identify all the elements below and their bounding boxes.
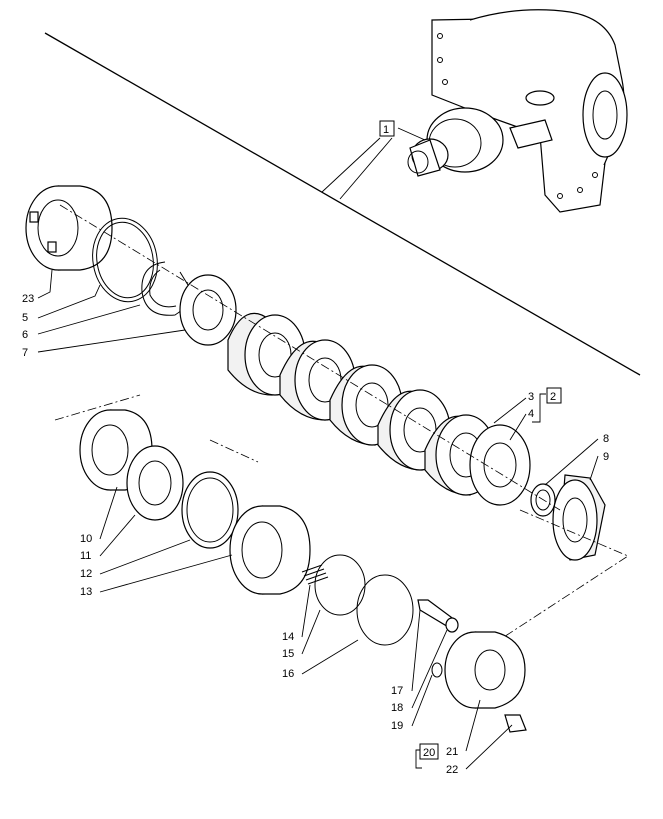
leader-lines <box>37 269 599 770</box>
callout-label-1: 1 <box>383 124 389 136</box>
callout-label-5: 5 <box>22 312 28 324</box>
part-bearing-cage <box>25 185 113 271</box>
part-snap-ring <box>92 217 158 303</box>
callout-label-3: 3 <box>528 391 534 403</box>
callout-label-8: 8 <box>603 433 609 445</box>
callout-label-9: 9 <box>603 451 609 463</box>
section-divider-line <box>44 32 641 376</box>
dashed-assembly-outline <box>54 394 629 649</box>
transmission-housing-assembly <box>407 9 628 213</box>
callout-label-2: 2 <box>550 391 556 403</box>
callout-label-18: 18 <box>391 702 403 714</box>
part-bolt-washer <box>445 617 459 633</box>
part-piston <box>229 505 311 595</box>
callout-label-14: 14 <box>282 631 294 643</box>
part-screw <box>504 714 527 733</box>
callout-label-4: 4 <box>528 408 534 420</box>
callout-label-19: 19 <box>391 720 403 732</box>
part-washer <box>126 445 184 521</box>
part-spring <box>301 564 329 585</box>
callout-label-11: 11 <box>80 550 91 562</box>
callout-label-22: 22 <box>446 764 458 776</box>
part-o-ring-large <box>356 574 414 646</box>
callout-label-12: 12 <box>80 568 92 580</box>
callout-box-1 <box>379 120 395 137</box>
clutch-disc-pack <box>227 312 531 506</box>
callout-label-17: 17 <box>391 685 403 697</box>
callout-box-20 <box>419 743 439 760</box>
part-hub <box>444 631 526 709</box>
callout-label-15: 15 <box>282 648 294 660</box>
callout-label-13: 13 <box>80 586 92 598</box>
part-retaining-ring <box>431 662 443 678</box>
callout-box-2 <box>546 387 562 404</box>
callout-label-21: 21 <box>446 746 458 758</box>
callout-label-23: 23 <box>22 293 34 305</box>
callout-label-20: 20 <box>423 747 435 759</box>
part-ring <box>181 471 239 549</box>
callout-label-10: 10 <box>80 533 92 545</box>
part-thrust-washer <box>179 274 237 346</box>
part-gear <box>552 474 606 561</box>
callout-label-6: 6 <box>22 329 28 341</box>
callout-label-16: 16 <box>282 668 294 680</box>
callout-label-7: 7 <box>22 347 28 359</box>
